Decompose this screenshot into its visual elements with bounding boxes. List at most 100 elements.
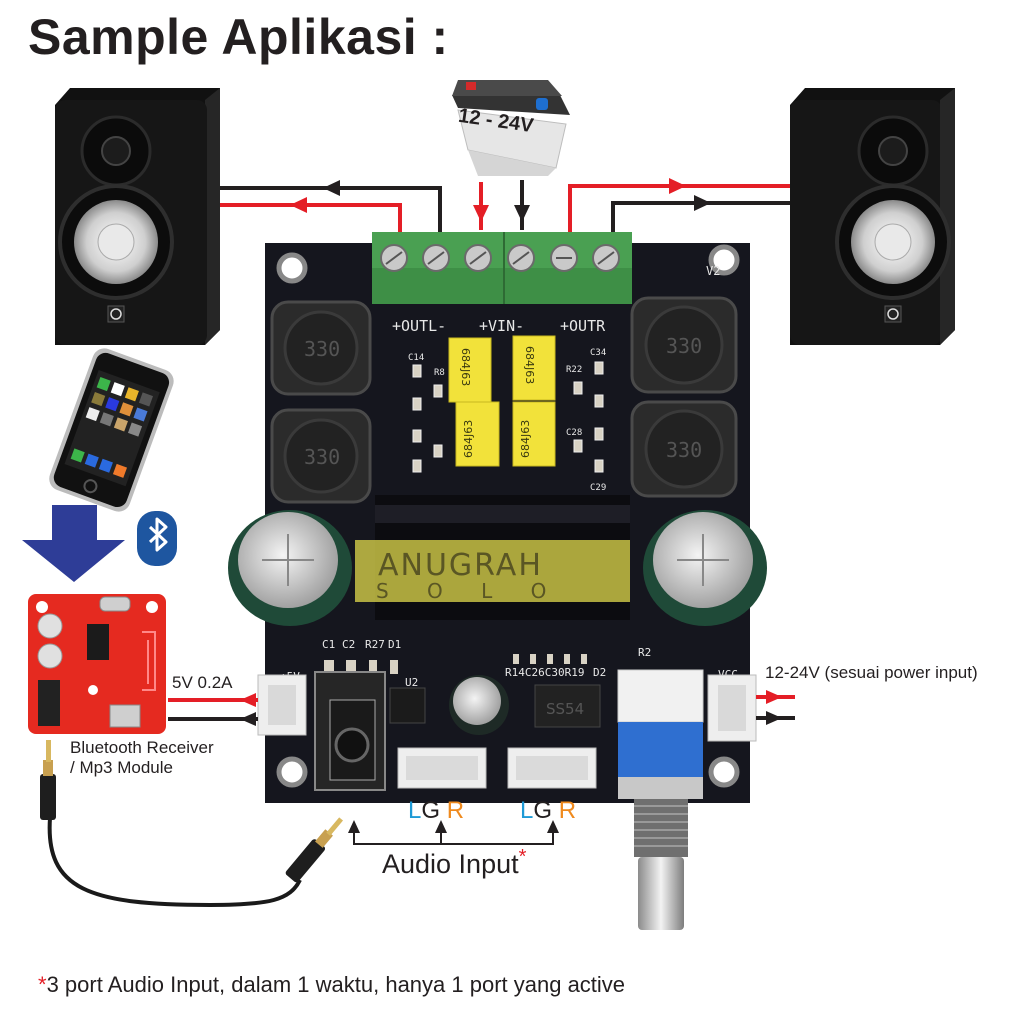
svg-text:330: 330 <box>304 445 340 469</box>
volume-knob <box>638 857 684 930</box>
battery <box>452 80 570 176</box>
left-speaker <box>55 88 220 345</box>
arrow-right-icon <box>669 178 686 194</box>
svg-text:330: 330 <box>666 438 702 462</box>
film-capacitor: 684J63 <box>448 337 492 403</box>
header-audio-2 <box>507 747 597 789</box>
svg-text:D1: D1 <box>388 638 401 651</box>
svg-text:U2: U2 <box>405 676 418 689</box>
watermark: ANUGRAH S O L O <box>355 540 630 603</box>
header-5v <box>257 674 307 736</box>
arrow-left-icon <box>323 180 340 196</box>
svg-text:C28: C28 <box>566 428 582 438</box>
audio-port-2-pins: LG R <box>520 797 576 825</box>
arrow-left-icon <box>240 712 256 726</box>
inductor: 330 <box>270 300 372 396</box>
svg-text:C2: C2 <box>342 638 355 651</box>
svg-text:684J63: 684J63 <box>523 346 536 384</box>
svg-text:SS54: SS54 <box>546 700 584 718</box>
inductor: 330 <box>630 296 738 394</box>
svg-text:ANUGRAH: ANUGRAH <box>378 548 543 583</box>
svg-text:C29: C29 <box>590 483 606 493</box>
power-5v-wires <box>168 693 258 726</box>
bt-module-label-line1: Bluetooth Receiver <box>70 738 214 757</box>
svg-text:C1: C1 <box>322 638 335 651</box>
amplifier-board: V2 +OUTL- +VIN- +OUTR 330 330 <box>228 232 767 930</box>
wire-arrows <box>290 178 711 222</box>
power-5v-label: 5V 0.2A <box>172 673 233 692</box>
diode-ss54: SS54 <box>534 684 601 728</box>
terminal-block <box>372 232 632 304</box>
svg-text:C14: C14 <box>408 353 424 363</box>
svg-text:R22: R22 <box>566 365 582 375</box>
pin-left: L <box>520 797 534 824</box>
svg-text:684J63: 684J63 <box>462 420 475 458</box>
film-capacitor: 684J63 <box>455 401 500 467</box>
wire-right-positive <box>568 184 790 238</box>
svg-text:R8: R8 <box>434 368 445 378</box>
audio-jack-3-5mm <box>314 671 386 791</box>
svg-text:S O L O: S O L O <box>376 579 562 603</box>
pin-right: R <box>558 797 577 824</box>
arrow-down-icon <box>473 205 489 222</box>
film-capacitor: 684J63 <box>512 401 556 467</box>
svg-text:R27: R27 <box>365 638 385 651</box>
wire-left-negative <box>220 186 442 238</box>
electrolytic-capacitor <box>228 510 352 626</box>
inductor: 330 <box>270 408 372 504</box>
pin-right: R <box>446 797 465 824</box>
right-speaker <box>790 88 955 345</box>
bluetooth-icon <box>137 511 177 566</box>
arrow-right-icon <box>766 690 782 704</box>
board-version: V2 <box>706 264 720 278</box>
svg-text:R14C26C30R19: R14C26C30R19 <box>505 666 584 679</box>
page-title: Sample Aplikasi : <box>28 9 449 65</box>
power-vcc-label: 12-24V (sesuai power input) <box>765 663 978 682</box>
bluetooth-receiver-module <box>28 594 166 734</box>
volume-potentiometer[interactable] <box>617 669 704 930</box>
bt-module-label: Bluetooth Receiver / Mp3 Module <box>70 738 214 778</box>
audio-input-label: Audio Input* <box>382 846 526 880</box>
asterisk: * <box>518 846 527 868</box>
svg-text:330: 330 <box>304 337 340 361</box>
arrow-up-icon <box>348 820 360 833</box>
svg-text:R2: R2 <box>638 646 651 659</box>
arrow-up-icon <box>547 820 559 833</box>
svg-text:D2: D2 <box>593 666 606 679</box>
footnote-text: 3 port Audio Input, dalam 1 waktu, hanya… <box>46 972 626 997</box>
svg-text:684J63: 684J63 <box>519 420 532 458</box>
pin-ground: G <box>421 797 441 824</box>
smartphone <box>49 348 174 512</box>
wire-right-negative <box>611 201 790 238</box>
arrow-down-icon <box>514 205 530 222</box>
svg-text:330: 330 <box>666 334 702 358</box>
pin-ground: G <box>533 797 553 824</box>
wire-left-positive <box>220 203 402 238</box>
footnote: *3 port Audio Input, dalam 1 waktu, hany… <box>38 972 625 998</box>
audio-input-bracket <box>353 832 554 845</box>
film-capacitor: 684J63 <box>512 335 556 401</box>
header-vcc <box>707 674 757 742</box>
footnote-asterisk: * <box>38 972 47 997</box>
arrow-left-icon <box>240 693 256 707</box>
inductor: 330 <box>630 400 738 498</box>
label-outl: +OUTL- <box>392 317 446 335</box>
audio-port-1-pins: LG R <box>408 797 464 825</box>
electrolytic-capacitor-small <box>449 675 509 735</box>
arrow-left-icon <box>290 197 307 213</box>
bt-module-label-line2: / Mp3 Module <box>70 758 173 777</box>
arrow-right-icon <box>694 195 711 211</box>
electrolytic-capacitor <box>643 510 767 626</box>
svg-text:684J63: 684J63 <box>459 348 472 386</box>
power-vcc-wires <box>756 690 795 725</box>
label-outr: +OUTR <box>560 317 606 335</box>
arrow-right-icon <box>766 711 782 725</box>
arrow-down-icon <box>22 505 125 582</box>
svg-text:C34: C34 <box>590 348 606 358</box>
header-audio-1 <box>397 747 487 789</box>
label-vin: +VIN- <box>479 317 524 335</box>
audio-input-text: Audio Input <box>382 849 519 879</box>
arrow-up-icon <box>435 820 447 833</box>
aux-cable <box>40 740 344 908</box>
